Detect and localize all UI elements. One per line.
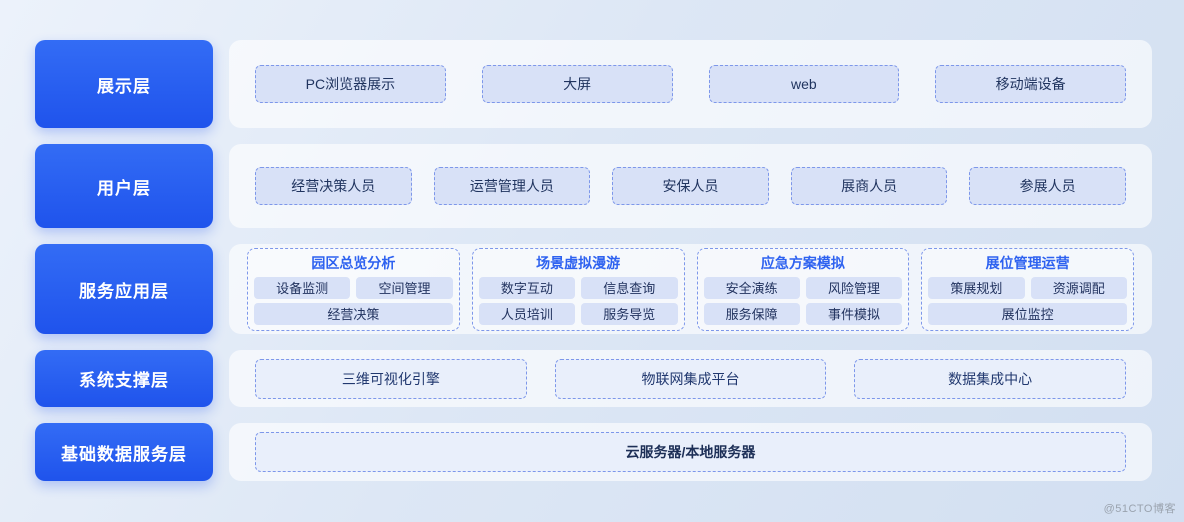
app-item: 风险管理 [805,276,903,299]
layer-presentation: 展示层 PC浏览器展示 大屏 web 移动端设备 [35,40,1152,128]
support-item: 物联网集成平台 [554,358,827,399]
app-group-title: 展位管理运营 [985,254,1070,271]
layer-label-presentation: 展示层 [35,40,213,128]
layer-panel-base-data-service: 云服务器/本地服务器 [229,423,1152,481]
server-item: 云服务器/本地服务器 [255,432,1126,472]
app-group-row: 设备监测 空间管理 [254,276,453,299]
app-group-row: 经营决策 [254,302,453,325]
presentation-item: 移动端设备 [935,65,1126,103]
app-group-row: 安全演练 风险管理 [703,276,903,299]
app-item: 服务导览 [581,302,678,325]
app-item: 展位监控 [928,302,1127,325]
app-item: 信息查询 [581,276,678,299]
app-group-row: 人员培训 服务导览 [478,302,678,325]
support-item: 数据集成中心 [854,358,1127,399]
app-item: 安全演练 [703,276,800,299]
layer-service-apps: 服务应用层 园区总览分析 设备监测 空间管理 经营决策 场景虚拟漫游 数字互动 [35,244,1152,334]
layer-panel-users: 经营决策人员 运营管理人员 安保人员 展商人员 参展人员 [229,144,1152,228]
app-item: 服务保障 [703,302,800,325]
layer-system-support: 系统支撑层 三维可视化引擎 物联网集成平台 数据集成中心 [35,350,1152,407]
presentation-item: web [708,65,900,103]
app-group-title: 应急方案模拟 [760,254,845,271]
app-item: 人员培训 [478,302,576,325]
user-item: 运营管理人员 [433,167,591,205]
app-item: 设备监测 [254,276,351,299]
layer-panel-service-apps: 园区总览分析 设备监测 空间管理 经营决策 场景虚拟漫游 数字互动 信息查询 [229,244,1152,334]
layer-panel-system-support: 三维可视化引擎 物联网集成平台 数据集成中心 [229,350,1152,407]
layer-label-users: 用户层 [35,144,213,228]
layer-label-base-data-service: 基础数据服务层 [35,423,213,481]
layer-label-system-support: 系统支撑层 [35,350,213,407]
app-group-row: 服务保障 事件模拟 [703,302,903,325]
presentation-item: PC浏览器展示 [255,65,446,103]
watermark: @51CTO博客 [1103,503,1176,515]
user-item: 经营决策人员 [255,167,412,205]
layer-stack: 展示层 PC浏览器展示 大屏 web 移动端设备 用户层 经营决策人员 运营管理… [35,40,1152,481]
layer-users: 用户层 经营决策人员 运营管理人员 安保人员 展商人员 参展人员 [35,144,1152,228]
user-item: 展商人员 [790,167,948,205]
app-item: 经营决策 [254,302,453,325]
app-group-title: 场景虚拟漫游 [536,254,621,271]
app-group-emergency-simulation: 应急方案模拟 安全演练 风险管理 服务保障 事件模拟 [696,247,910,331]
app-item: 策展规划 [928,276,1025,299]
app-item: 资源调配 [1030,276,1127,299]
presentation-item: 大屏 [481,65,673,103]
layer-base-data-service: 基础数据服务层 云服务器/本地服务器 [35,423,1152,481]
app-group-booth-management: 展位管理运营 策展规划 资源调配 展位监控 [921,247,1134,331]
user-item: 参展人员 [969,167,1126,205]
app-group-virtual-tour: 场景虚拟漫游 数字互动 信息查询 人员培训 服务导览 [471,247,685,331]
layer-label-service-apps: 服务应用层 [35,244,213,334]
app-item: 事件模拟 [805,302,903,325]
app-group-row: 策展规划 资源调配 [928,276,1127,299]
layer-panel-presentation: PC浏览器展示 大屏 web 移动端设备 [229,40,1152,128]
app-group-park-overview: 园区总览分析 设备监测 空间管理 经营决策 [247,247,460,331]
app-group-title: 园区总览分析 [311,254,396,271]
user-item: 安保人员 [612,167,769,205]
app-group-row: 展位监控 [928,302,1127,325]
app-group-row: 数字互动 信息查询 [478,276,678,299]
app-item: 空间管理 [356,276,453,299]
support-item: 三维可视化引擎 [255,358,527,399]
app-item: 数字互动 [478,276,576,299]
